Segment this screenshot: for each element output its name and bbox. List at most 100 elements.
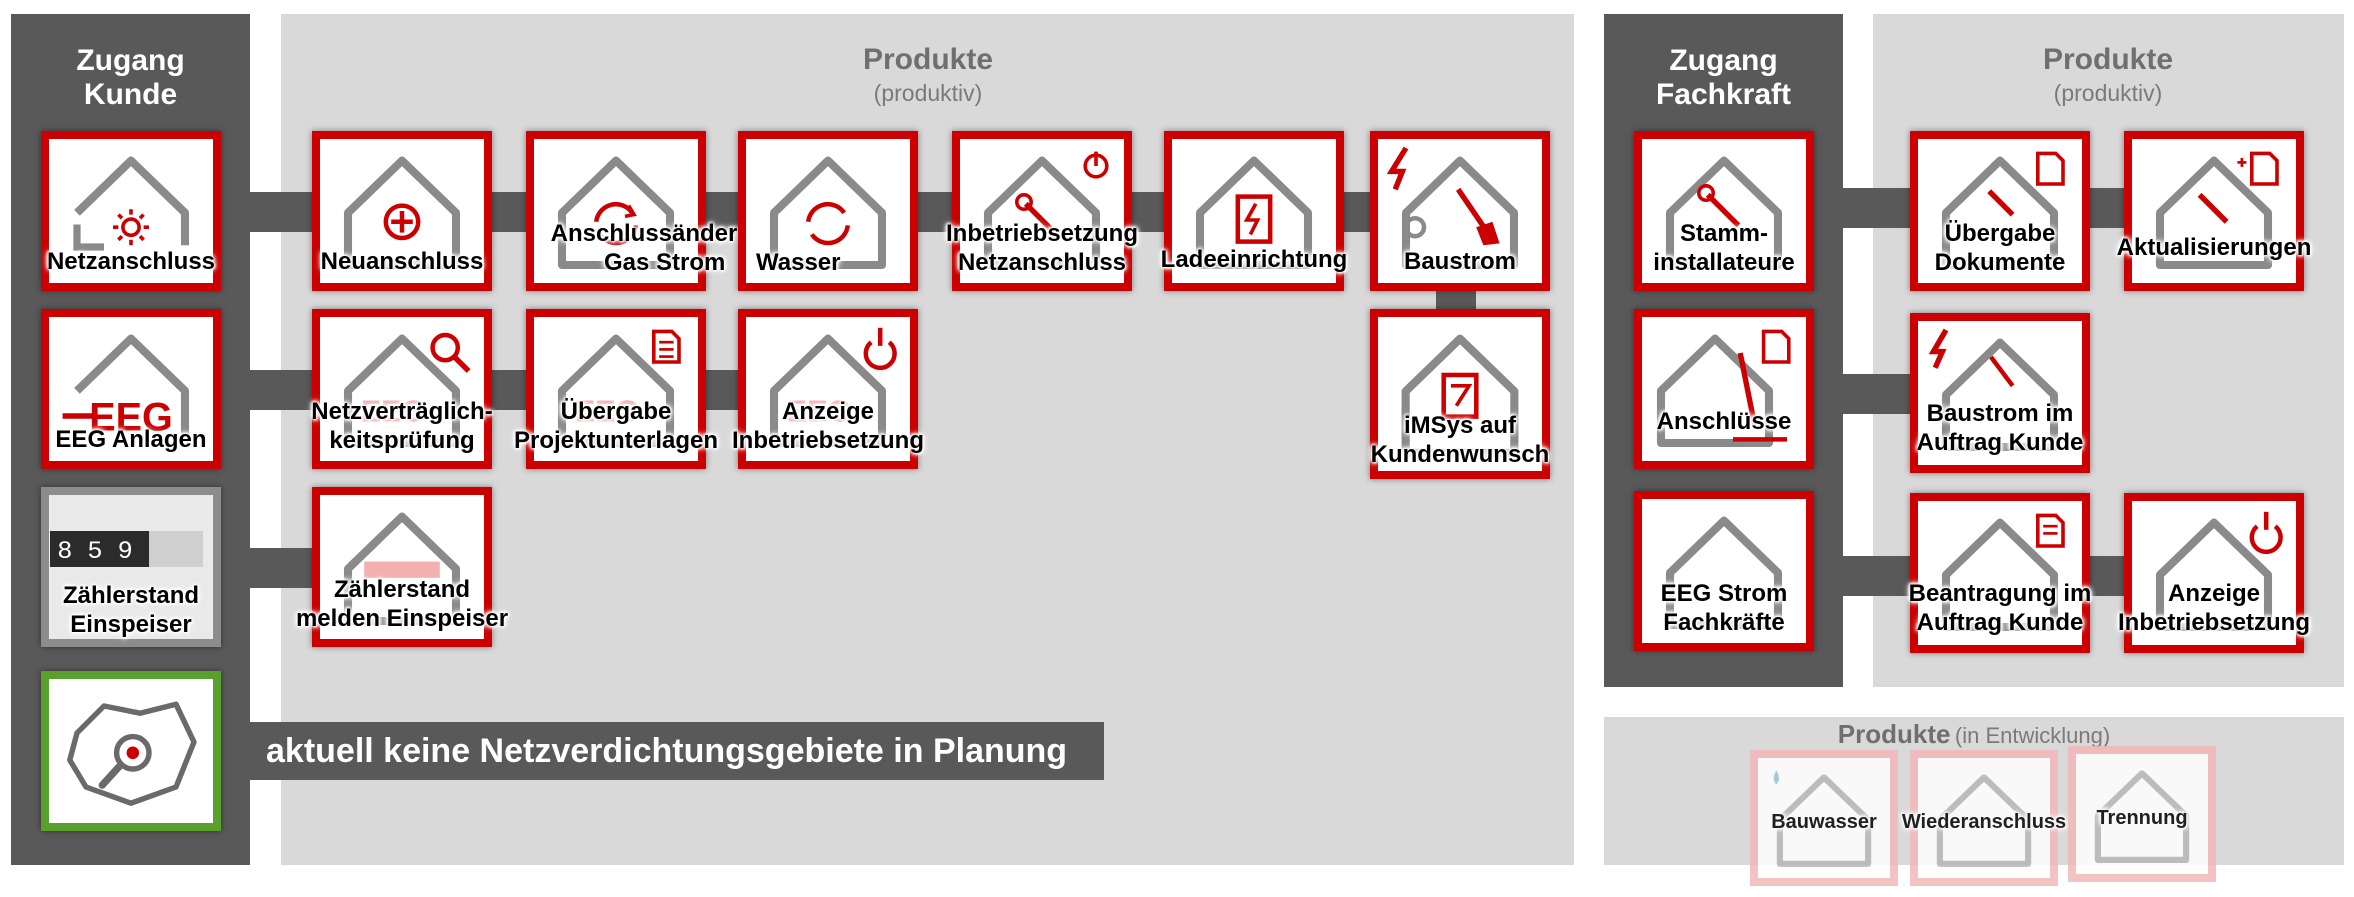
tile-netzverdichtung[interactable] — [41, 671, 221, 831]
tile-stamminstallateure[interactable]: Stamm- installateure — [1634, 131, 1814, 291]
house-power-icon — [2155, 511, 2283, 632]
tile-label: EEG Anlagen — [55, 426, 207, 453]
house-sun-icon — [73, 156, 190, 251]
tile-label-line1: Netzverträglich- — [311, 398, 493, 425]
house-icon — [1936, 774, 2032, 867]
tile-zaehlerstand-melden[interactable]: Zählerstand melden Einspeiser — [296, 487, 508, 647]
products-title-customer: Produkte — [862, 43, 994, 76]
meter-photo-icon: 8 5 9 7 — [50, 495, 212, 639]
tile-anzeige-inbetriebsetzung[interactable]: EEG Anzeige Inbetriebsetzung — [732, 309, 924, 469]
tile-label-line2: Auftrag Kunde — [1916, 429, 2084, 456]
tile-label-line2: Gas Strom — [604, 249, 726, 276]
tile-label-line2: Einspeiser — [70, 611, 192, 638]
house-icon — [1665, 516, 1783, 630]
house-cycle-icon — [769, 156, 887, 270]
tile-label-line2: keitsprüfung — [329, 427, 475, 454]
tile-inbetriebsetzung-netzanschluss[interactable]: Inbetriebsetzung Netzanschluss — [946, 131, 1138, 291]
tile-label: Wiederanschluss — [1901, 811, 2067, 833]
house-shovel-document-icon — [1656, 329, 1791, 448]
house-document-icon: EEG — [557, 329, 681, 448]
tile-label: Trennung — [2096, 807, 2188, 829]
tile-uebergabe-projektunterlagen[interactable]: EEG Übergabe Projektunterlagen — [514, 309, 718, 469]
netzverdichtung-banner: aktuell keine Netzverdichtungsgebiete in… — [250, 722, 1104, 780]
tile-label: Ladeeinrichtung — [1160, 246, 1348, 273]
tile-label-line1: Anzeige — [2167, 580, 2260, 607]
tile-label: Neuanschluss — [320, 248, 484, 275]
tile-ladeeinrichtung[interactable]: Ladeeinrichtung — [1161, 131, 1347, 291]
products-subtitle-professional: (produktiv) — [2053, 80, 2163, 106]
house-cycle-icon — [557, 156, 675, 270]
tile-label: Baustrom — [1403, 248, 1517, 275]
tile-label: Anschlüsse — [1656, 408, 1792, 435]
tile-anschlussaenderung-gas-strom[interactable]: Anschlussänderung Gas Strom — [526, 131, 781, 291]
eeg-logo: EEG — [787, 394, 852, 428]
meter-digits: 8 5 9 7 — [57, 537, 163, 566]
map-search-icon — [67, 701, 197, 806]
access-title-customer: Zugang Kunde — [76, 44, 185, 111]
house-wrench-add-document-icon — [2155, 151, 2279, 270]
house-wrench-document-icon — [1941, 151, 2065, 270]
tile-anschlussaenderung-wasser[interactable]: Wasser — [738, 131, 918, 291]
tile-anzeige-inbetriebsetzung-fachkraft[interactable]: Anzeige Inbetriebsetzung — [2118, 493, 2310, 653]
tile-beantragung-auftrag-kunde[interactable]: Beantragung im Auftrag Kunde — [1909, 493, 2091, 653]
house-wrench-icon — [1665, 156, 1783, 270]
connector-r-row2 — [1843, 374, 1913, 414]
products-title-professional: Produkte — [2042, 43, 2174, 76]
house-water-icon — [1773, 770, 1872, 867]
tile-label-line1: Übergabe — [560, 398, 672, 425]
tile-eeg-anlagen[interactable]: EEG EEG Anlagen — [41, 309, 221, 469]
tile-label-line2: installateure — [1653, 249, 1795, 276]
tile-neuanschluss[interactable]: Neuanschluss — [312, 131, 492, 291]
tile-label-line2: Netzanschluss — [957, 249, 1127, 276]
house-wrench-power-icon — [983, 151, 1109, 270]
house-shovel-icon — [1386, 146, 1519, 270]
eeg-logo: EEG — [575, 394, 640, 428]
eeg-logo: EEG — [89, 395, 173, 439]
tile-uebergabe-dokumente[interactable]: Übergabe Dokumente — [1910, 131, 2090, 291]
tile-label-line2: Wasser — [756, 249, 841, 276]
products-subtitle-customer: (produktiv) — [873, 80, 983, 106]
tile-zaehlerstand-einspeiser[interactable]: 8 5 9 7 Zählerstand Einspeiser — [41, 487, 221, 647]
tile-label-line1: Stamm- — [1679, 220, 1769, 247]
connector-row3 — [240, 548, 320, 588]
tile-label-line2: Projektunterlagen — [513, 427, 719, 454]
tile-imsys-kundenwunsch[interactable]: iMSys auf Kundenwunsch — [1370, 309, 1550, 479]
tile-wiederanschluss[interactable]: Wiederanschluss — [1902, 750, 2066, 886]
tile-label-line1: Beantragung im — [1908, 580, 2092, 607]
house-document-icon — [1941, 513, 2065, 632]
tile-label-line2: Inbetriebsetzung — [731, 427, 924, 454]
tile-eeg-strom-fachkraefte[interactable]: EEG Strom Fachkräfte — [1634, 491, 1814, 651]
tile-label-line1: EEG Strom — [1660, 580, 1788, 607]
house-icon — [2094, 770, 2190, 863]
tile-baustrom-auftrag-kunde[interactable]: Baustrom im Auftrag Kunde — [1910, 313, 2090, 473]
tile-netzanschluss[interactable]: Netzanschluss — [41, 131, 221, 291]
house-smartmeter-icon — [1401, 334, 1519, 457]
access-title-professional: Zugang Fachkraft — [1655, 44, 1792, 111]
tile-label-line1: Übergabe — [1944, 220, 2056, 247]
tile-netzvertraeglichkeitspruefung[interactable]: EEG Netzverträglich- keitsprüfung — [311, 309, 493, 469]
house-eeg-icon: EEG — [62, 334, 190, 443]
tile-label-line1: Inbetriebsetzung — [945, 220, 1138, 247]
tile-label-line2: Dokumente — [1934, 249, 2066, 276]
tile-label-line1: iMSys auf — [1403, 412, 1517, 439]
tile-trennung[interactable]: Trennung — [2068, 746, 2216, 882]
tile-label-line2: Auftrag Kunde — [1916, 609, 2084, 636]
tile-label-line1: Anzeige — [781, 398, 874, 425]
development-title: Produkte (in Entwicklung) — [1837, 719, 2111, 749]
tile-label: Aktualisierungen — [2116, 234, 2312, 261]
eeg-logo: EEG — [361, 394, 426, 428]
tile-label-line1: Zählerstand — [333, 576, 471, 603]
house-charger-icon — [1195, 156, 1313, 270]
tile-bauwasser[interactable]: Bauwasser — [1750, 750, 1898, 886]
tile-aktualisierungen[interactable]: Aktualisierungen — [2117, 131, 2311, 291]
tile-label-line2: Fachkräfte — [1663, 609, 1785, 636]
tile-baustrom[interactable]: Baustrom — [1370, 131, 1550, 291]
house-plus-icon — [343, 156, 461, 270]
house-meter-icon — [343, 512, 461, 626]
tile-label: Netzanschluss — [46, 248, 216, 275]
tile-label-line1: Zählerstand — [62, 582, 200, 609]
tile-anschluesse[interactable]: Anschlüsse — [1634, 309, 1814, 469]
house-power-icon: EEG — [769, 327, 897, 448]
tile-label-line1: Baustrom im — [1926, 400, 2074, 427]
tile-label-line2: Kundenwunsch — [1370, 441, 1550, 468]
